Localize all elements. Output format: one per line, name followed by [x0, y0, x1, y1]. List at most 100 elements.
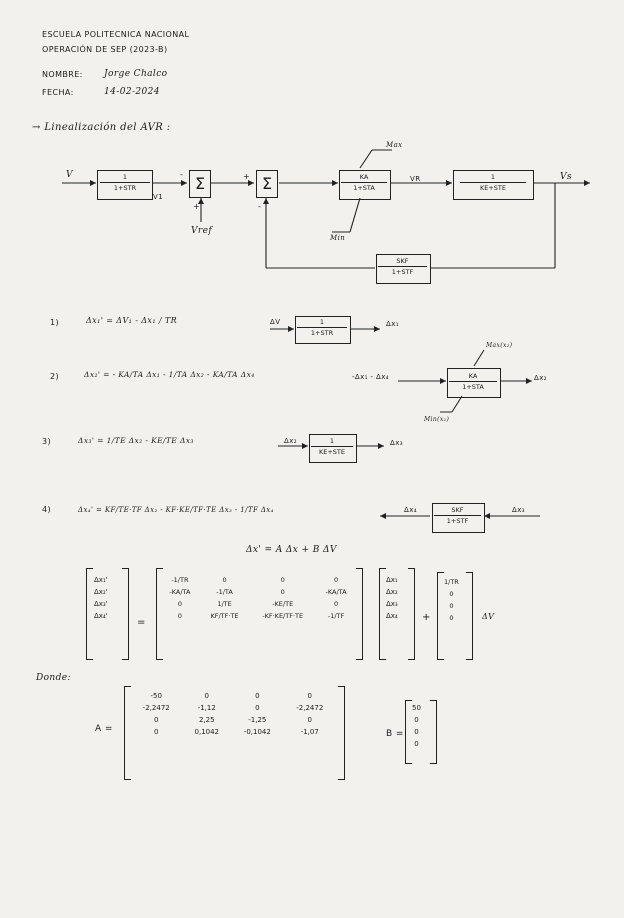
xdot-2: Δx₂' [94, 588, 108, 596]
xdot-vector: Δx₁' Δx₂' Δx₃' Δx₄' [90, 574, 112, 622]
eq2-block-den: 1+STA [462, 383, 484, 391]
xdot-1: Δx₁' [94, 576, 108, 584]
a-num-cell: -2,2472 [296, 704, 324, 712]
input-v-label: V [66, 170, 73, 180]
a-num-cell: 0 [255, 692, 260, 700]
x-bracket-right [408, 568, 415, 660]
eq2-block-in: -Δx₁ - Δx₄ [352, 373, 389, 381]
a-sym-cell: -1/TA [216, 588, 233, 596]
vr-label: VR [410, 175, 421, 183]
eq1-block-num: 1 [297, 318, 347, 328]
a-sym-cell: 0 [280, 576, 285, 584]
b-symbolic-vector: 1/TR 0 0 0 [440, 576, 463, 624]
block-1-tf: 1 1+STR [100, 173, 150, 192]
sum1-minus: - [180, 170, 184, 179]
b-num-cell: 50 [412, 704, 421, 712]
a-num-cell: 0 [255, 704, 260, 712]
a-sym-cell: 0 [280, 588, 285, 596]
xdot-4: Δx₄' [94, 612, 108, 620]
eq3-block-tf: 1 KE+STE [311, 437, 353, 456]
b-numeric-vector: 50 0 0 0 [408, 702, 425, 750]
a-num-cell: 0,1042 [194, 728, 220, 736]
a-num-cell: 2,25 [198, 716, 215, 724]
max-label: Max [386, 141, 403, 149]
a-sym-bracket-left [156, 568, 163, 660]
b-num-bracket-right [430, 700, 437, 764]
eq3-expression: Δx₃' = 1/TE Δx₂ - KE/TE Δx₃ [78, 436, 194, 445]
a-num-cell: 0 [307, 692, 312, 700]
sum1-plus: + [193, 202, 201, 211]
eq4-number: 4) [42, 505, 52, 514]
feedback-tf: SKF 1+STF [378, 257, 427, 276]
block-3-num: 1 [460, 173, 526, 183]
summing-junction-1: Σ [189, 170, 211, 198]
eq2-max-label: Max(x₂) [486, 342, 513, 349]
a-sym-cell: -KA/TA [325, 588, 347, 596]
sum2-plus: + [243, 172, 251, 181]
section-title: → Linealización del AVR : [32, 122, 171, 133]
v1-label: V1 [153, 193, 164, 201]
a-num-cell: -2,2472 [142, 704, 170, 712]
block-2-tf: KA 1+STA [341, 173, 387, 192]
eq2-expression: Δx₂' = - KA/TA Δx₁ - 1/TA Δx₂ - KA/TA Δx… [84, 370, 255, 379]
a-sym-cell: -1/TF [327, 612, 345, 620]
state-equation: Δx' = A Δx + B ΔV [246, 545, 337, 555]
a-sym-cell: KF/TF·TE [210, 612, 239, 620]
date-value: 14-02-2024 [104, 87, 160, 97]
block-feedback-stabilizer [376, 254, 431, 284]
block-2-den: 1+STA [353, 184, 375, 192]
eq2-block-tf: KA 1+STA [449, 372, 497, 391]
a-num-cell: 0 [307, 716, 312, 724]
eq2-block [447, 368, 501, 398]
eq1-block-out: Δx₁ [386, 320, 399, 328]
a-num-cell: 0 [153, 728, 159, 736]
block-1-den: 1+STR [113, 184, 137, 192]
matrix-plus-sign: + [422, 612, 431, 623]
eq3-block-in: Δx₂ [284, 437, 297, 445]
eq4-expression: Δx₄' = KF/TE·TF Δx₂ - KF·KE/TF·TE Δx₃ - … [78, 506, 274, 514]
eq2-number: 2) [50, 372, 60, 381]
a-num-bracket-left [124, 686, 131, 780]
a-sym-cell: -KE/TE [272, 600, 294, 608]
xdot-bracket-right [122, 568, 129, 660]
eq4-block-num: SKF [434, 506, 481, 516]
eq3-number: 3) [42, 437, 52, 446]
feedback-den: 1+STF [391, 268, 414, 276]
block-2-num: KA [341, 173, 387, 183]
eq4-block-den: 1+STF [446, 517, 469, 525]
block-1-num: 1 [100, 173, 150, 183]
sum2-minus: - [258, 202, 262, 211]
eq4-block-out: Δx₃ [512, 506, 525, 514]
a-num-cell: -50 [150, 692, 162, 700]
block-2-amplifier [339, 170, 391, 200]
eq4-block-tf: SKF 1+STF [434, 506, 481, 525]
a-num-cell: 0 [153, 716, 159, 724]
x-3: Δx₃ [386, 600, 398, 608]
a-sym-cell: 0 [222, 576, 227, 584]
delta-v-label: ΔV [482, 612, 495, 621]
b-num-cell: 0 [414, 716, 419, 724]
eq2-min-label: Min(x₂) [424, 416, 450, 423]
date-label: FECHA: [42, 88, 74, 97]
header-course: OPERACIÓN DE SEP (2023-B) [42, 45, 168, 54]
eq3-block-out: Δx₃ [390, 439, 403, 447]
a-num-cell: -1,12 [197, 704, 216, 712]
eq3-block-den: KE+STE [318, 448, 346, 456]
x-2: Δx₂ [386, 588, 398, 596]
block-1-transducer [97, 170, 153, 200]
block-3-exciter [453, 170, 534, 200]
x-4: Δx₄ [386, 612, 398, 620]
matrix-eq-sign: = [137, 617, 146, 628]
x-vector: Δx₁ Δx₂ Δx₃ Δx₄ [382, 574, 402, 622]
name-value: Jorge Chalco [104, 69, 168, 79]
eq3-block [309, 434, 357, 463]
b-sym-cell: 1/TR [444, 578, 459, 586]
b-num-cell: 0 [414, 740, 419, 748]
xdot-3: Δx₃' [94, 600, 108, 608]
vref-label: Vref [191, 226, 213, 236]
a-num-cell: 0 [204, 692, 209, 700]
b-sym-bracket-left [437, 572, 444, 660]
eq1-block-tf: 1 1+STR [297, 318, 347, 337]
